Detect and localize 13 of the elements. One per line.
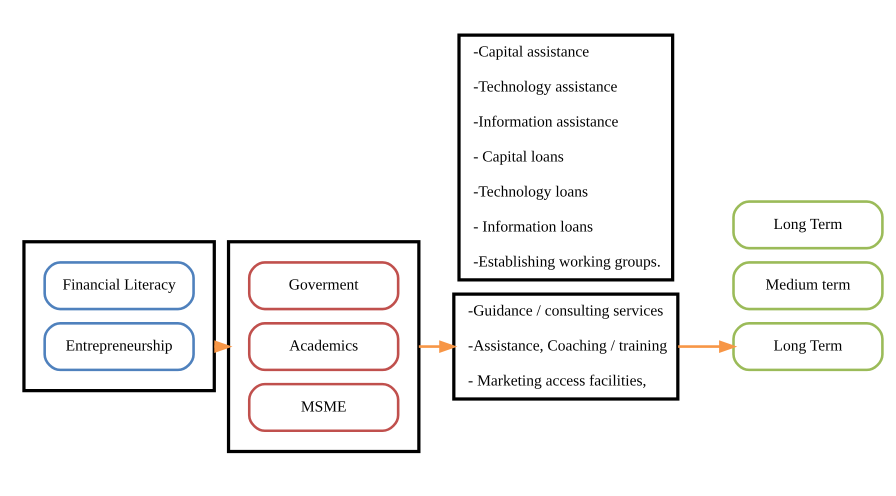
node-box: Long Term [732, 200, 884, 249]
cluster [226, 240, 420, 453]
node-box: Academics [248, 321, 400, 371]
node-box: -Guidance / consulting services -Assistance, Coaching / training - Marketing access facilities, [452, 292, 680, 400]
node-box: Financial Literacy [43, 260, 195, 310]
node-box: Goverment [248, 260, 400, 310]
node-box: Medium term [732, 260, 884, 310]
arrow [418, 340, 458, 352]
node-box: Long Term [732, 321, 884, 371]
node-box: MSME [248, 382, 400, 432]
node-box: -Capital assistance -Technology assistance -Information assistance - Capital loans -Technology loans - Information loans -Establishing working groups. [457, 33, 674, 282]
node-box: Entrepreneurship [43, 321, 195, 371]
arrow [678, 340, 738, 352]
